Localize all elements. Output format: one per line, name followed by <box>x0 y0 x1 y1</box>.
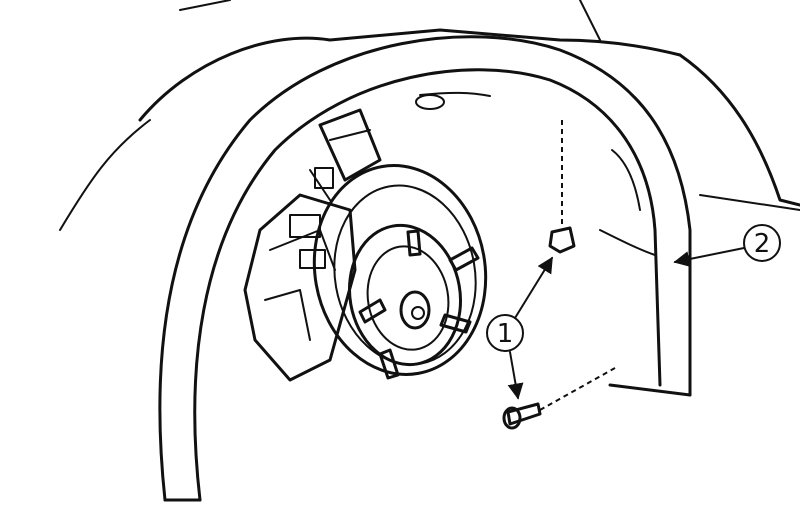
brake-caliper <box>243 193 357 382</box>
arrow-to-liner <box>673 247 745 267</box>
wheel-stud <box>448 246 480 272</box>
wheel-stud <box>378 348 400 380</box>
screw-fastener-lower <box>502 367 616 430</box>
wheel-stud <box>358 298 387 324</box>
wheel-stud <box>406 229 422 257</box>
arrow-to-screw <box>507 351 524 400</box>
wheel-stud <box>439 313 472 334</box>
body-panel <box>59 0 800 231</box>
clip-fastener-upper <box>548 120 576 254</box>
wheel-arch-liner <box>158 35 692 502</box>
wheel-hub <box>347 223 480 380</box>
strut-assembly <box>309 108 382 201</box>
callout-1: 1 <box>486 256 553 400</box>
callout-2: 2 <box>673 224 781 267</box>
callout-2-label: 2 <box>754 229 771 259</box>
callout-1-label: 1 <box>497 319 514 349</box>
arrow-to-clip <box>514 256 553 319</box>
